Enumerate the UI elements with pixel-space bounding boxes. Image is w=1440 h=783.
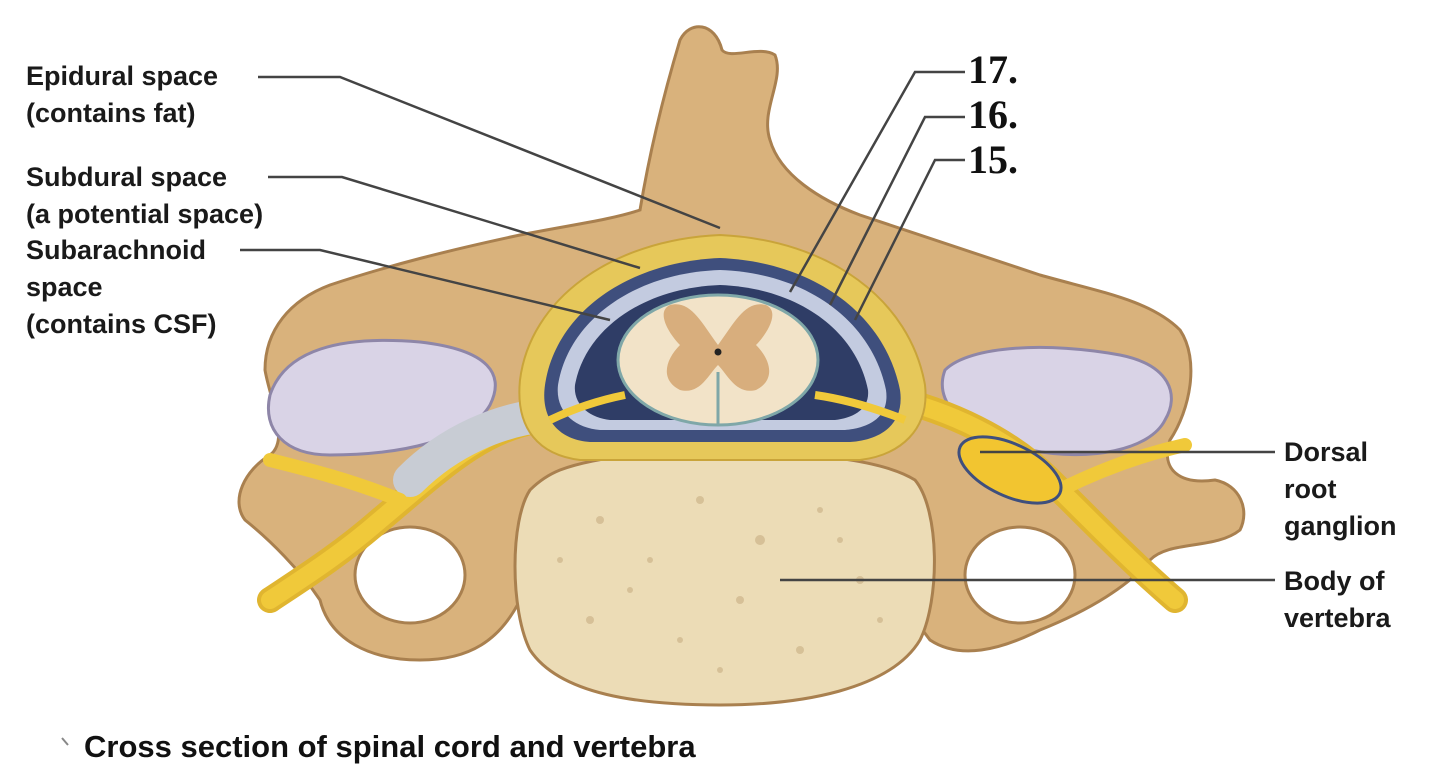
ramus-left xyxy=(263,453,407,507)
foramen-left xyxy=(353,525,467,625)
root-right xyxy=(814,391,907,424)
subarachnoid-label-line1: Subarachnoid xyxy=(26,235,207,265)
leader-lines xyxy=(240,70,1275,582)
dorsal-label-line2: root xyxy=(1284,474,1337,504)
gray-matter xyxy=(663,304,773,391)
epidural-label-line2: (contains fat) xyxy=(26,98,196,128)
ramus-right xyxy=(1053,438,1192,497)
body-label-line2: vertebra xyxy=(1284,603,1391,633)
dorsal-label-line3: ganglion xyxy=(1284,511,1397,541)
subarachnoid-label-line2: space xyxy=(26,272,103,302)
number-15: 15. xyxy=(968,137,1018,182)
dorsal-root-ganglion xyxy=(957,435,1063,505)
root-left xyxy=(548,391,626,424)
corner-tick xyxy=(61,737,69,746)
subdural-label-line1: Subdural space xyxy=(26,162,228,192)
dorsal-root-ganglion-label: Dorsal root ganglion xyxy=(1284,434,1396,545)
epidural-label: Epidural space (contains fat) xyxy=(26,58,218,132)
vertebral-body xyxy=(513,450,936,707)
number-17: 17. xyxy=(968,47,1018,92)
body-of-vertebra-label: Body of vertebra xyxy=(1284,563,1391,637)
subarachnoid-label-line3: (contains CSF) xyxy=(26,309,217,339)
dorsal-label-line1: Dorsal xyxy=(1284,437,1369,467)
figure-caption: Cross section of spinal cord and vertebr… xyxy=(84,729,696,764)
epidural-label-line1: Epidural space xyxy=(26,61,219,91)
subdural-label: Subdural space (a potential space) xyxy=(26,159,263,233)
subdural-label-line2: (a potential space) xyxy=(26,199,264,229)
foramen-right xyxy=(963,525,1077,625)
subarachnoid-label: Subarachnoid space (contains CSF) xyxy=(26,232,217,343)
body-label-line1: Body of xyxy=(1284,566,1385,596)
number-16: 16. xyxy=(968,92,1018,137)
facet-left xyxy=(267,338,497,457)
central-canal xyxy=(714,348,722,356)
